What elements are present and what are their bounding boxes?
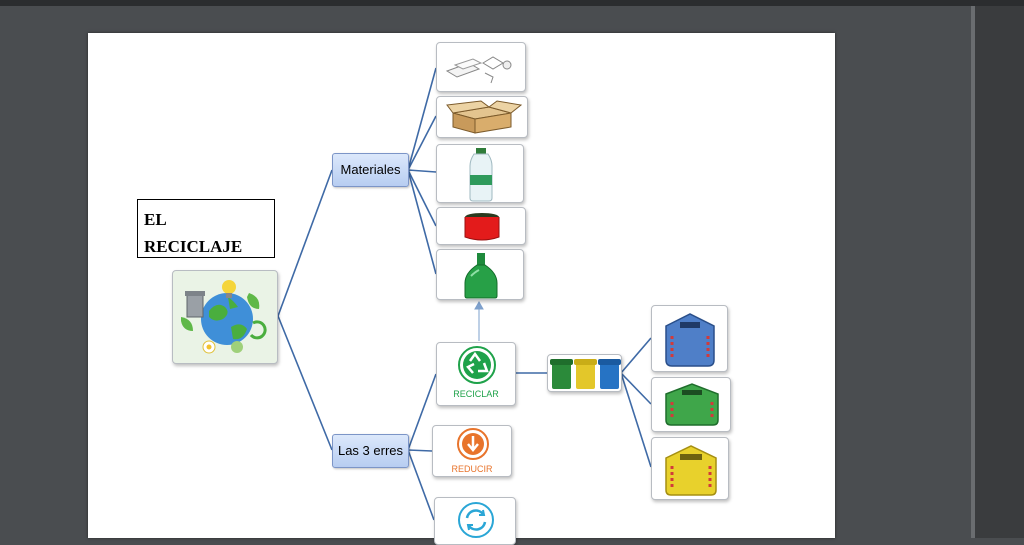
material-can-card[interactable] [436,207,526,245]
reducir-card[interactable]: REDUCIR [432,425,512,477]
reutilizar-card[interactable] [434,497,516,545]
material-glass-card[interactable] [436,249,524,300]
tin-can-icon [464,213,500,241]
green-container-icon [665,383,719,426]
cardboard-box-icon [446,100,523,134]
side-panel [975,6,1024,538]
vertical-scrollbar[interactable] [971,6,975,538]
yellow-container-card[interactable] [651,437,729,500]
green-container-card[interactable] [651,377,731,432]
connector-bottle [407,169,437,173]
connector-blue [620,337,652,374]
connector-paper [407,67,437,171]
title-line1: EL [144,210,167,229]
earth-recycling-icon [181,280,267,354]
paper-icon [445,56,512,84]
blue-container-icon [665,313,715,367]
glass-bottle-icon [464,253,498,299]
connector-box [407,115,437,171]
connector-yellow [620,372,652,468]
recycling-bins-icon [550,359,621,389]
connector-can [407,169,437,227]
connector-root-erres [277,315,333,451]
node-materiales[interactable]: Materiales [332,153,409,187]
toolbar [0,0,1024,6]
reciclar-card[interactable]: RECICLAR [436,342,516,406]
reduce-arrow-icon [457,428,489,460]
central-image-card [172,270,278,364]
recycle-icon [458,346,496,384]
title-line2: RECICLAJE [144,237,243,256]
reciclar-label: RECICLAR [453,389,499,399]
material-paper-card[interactable] [436,42,526,92]
reuse-cycle-icon [458,502,494,538]
material-bottle-card[interactable] [436,144,524,203]
connector-root-materiales [277,169,333,317]
connector-glass [407,169,437,275]
connector-green [620,372,652,405]
connector-reutilizar [407,449,435,521]
yellow-container-icon [665,445,717,496]
plastic-bottle-icon [469,148,493,202]
arrow-up-icon [474,300,484,310]
node-las-3-erres[interactable]: Las 3 erres [332,434,409,468]
material-box-card[interactable] [436,96,528,138]
recycling-bins-card[interactable] [547,354,622,392]
connector-reducir [407,449,433,452]
blue-container-card[interactable] [651,305,728,372]
title-box: EL RECICLAJE [137,199,275,258]
reducir-label: REDUCIR [451,464,493,474]
connector-reciclar [407,373,437,451]
